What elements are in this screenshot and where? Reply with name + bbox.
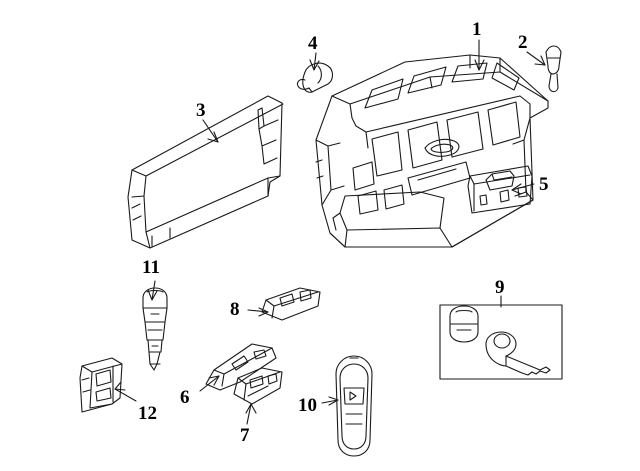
part-switch-module <box>79 357 123 413</box>
callout-8: 8 <box>230 299 240 320</box>
part-plug-cap <box>545 45 562 93</box>
leader-lines <box>114 39 546 425</box>
callout-12: 12 <box>138 403 157 424</box>
callout-9: 9 <box>495 277 505 298</box>
callout-4: 4 <box>308 33 318 54</box>
part-glove-box-door-panel <box>127 95 284 249</box>
part-reinforcement-bracket <box>261 287 321 321</box>
part-glove-box-housing <box>315 54 549 248</box>
callout-10: 10 <box>298 395 317 416</box>
part-bracket-small <box>233 367 283 405</box>
callout-5: 5 <box>539 174 549 195</box>
callout-11: 11 <box>142 257 160 278</box>
part-key-set-box <box>439 304 563 380</box>
callout-6: 6 <box>180 387 190 408</box>
callout-7: 7 <box>240 425 250 446</box>
part-lock-cylinder-assembly <box>142 287 168 371</box>
callout-1: 1 <box>472 19 482 40</box>
part-remote-key-fob <box>335 355 373 457</box>
part-trim-clip-strip <box>205 343 277 391</box>
callout-3: 3 <box>196 100 206 121</box>
callout-2: 2 <box>518 32 528 53</box>
